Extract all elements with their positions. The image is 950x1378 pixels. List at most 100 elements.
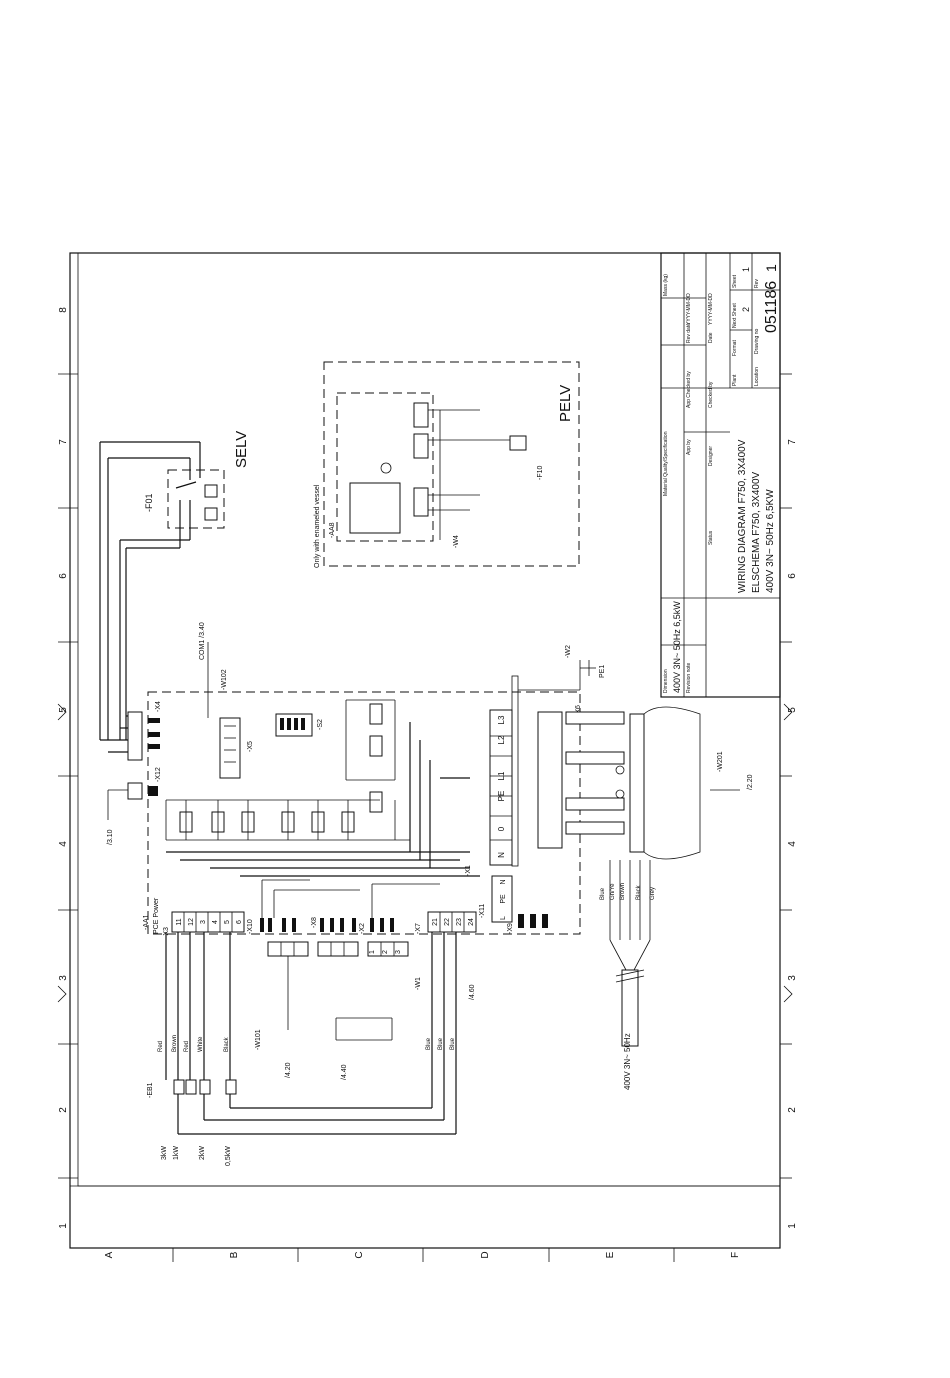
- cable-color: Grey: [650, 887, 656, 900]
- next-sheet-value: 2: [741, 307, 751, 312]
- x7-label: -X7: [415, 923, 422, 934]
- wire-color-x7: Blue: [450, 1037, 456, 1050]
- mass-label: Mass (kg): [663, 274, 669, 296]
- rev-value: 1: [763, 264, 779, 272]
- heater-kw: 2kW: [199, 1146, 206, 1160]
- x2-label: -X2: [359, 923, 366, 934]
- app-by-label: App by: [686, 439, 692, 455]
- x2-terminal: 2: [382, 950, 389, 954]
- x7-terminal: 21: [432, 918, 439, 926]
- checked-by-label: Checked by: [708, 381, 714, 408]
- heater-kw: 3kW: [161, 1146, 168, 1160]
- relays: [165, 699, 410, 841]
- cable-color: Blue: [600, 887, 606, 900]
- supply-label: 400V 3N~ 50Hz: [623, 1033, 632, 1090]
- center-marks: [57, 703, 793, 1003]
- col-label: 2: [58, 1107, 69, 1113]
- x3-terminal: 6: [236, 920, 243, 924]
- x2-terminal: 1: [369, 950, 376, 954]
- w4-label: -W4: [453, 535, 460, 548]
- x1-label: -X1: [465, 865, 472, 876]
- row-labels: A B C D E F: [104, 1251, 741, 1258]
- pe1-label: PE1: [599, 665, 606, 678]
- ref-4-20: /4.20: [285, 1062, 292, 1078]
- drawing-no-value: 051186: [763, 281, 780, 333]
- x9-label: -X9: [507, 923, 514, 934]
- material-label: Material Quality/Specification: [663, 431, 669, 496]
- w102-label: -W102: [221, 669, 228, 690]
- x1-terminal: L3: [497, 715, 506, 724]
- x4-connector: -X4 -X12 /3.10: [100, 701, 162, 845]
- title-line-1: WIRING DIAGRAM F750, 3X400V: [737, 439, 748, 593]
- dimension-value: 400V 3N~ 50Hz 6,5kW: [672, 601, 682, 693]
- x3-terminal: 3: [200, 920, 207, 924]
- col-label: 3: [58, 975, 69, 981]
- ref-3-10: /3.10: [107, 829, 114, 845]
- x2-terminal: 3: [395, 950, 402, 954]
- date-label: Date: [708, 332, 714, 343]
- heater-kw: 0,5kW: [225, 1146, 232, 1166]
- col-label: 4: [787, 841, 798, 847]
- col-label: 6: [58, 573, 69, 579]
- row-label: E: [605, 1251, 616, 1258]
- x1-terminal: L1: [497, 771, 506, 780]
- x3-terminal-strip: 11 12 3 4 5 6 -AA1 PCE Power -X3: [143, 897, 245, 938]
- x11-label: -X11: [479, 904, 486, 918]
- selv-label: SELV: [233, 431, 250, 468]
- heater-resistors: -EB1 3kW 1kW 2kW 0,5kW Red Brown Red Whi…: [147, 932, 457, 1166]
- cable-color: Black: [636, 884, 642, 900]
- status-label: Status: [708, 530, 714, 545]
- x1-terminal: L2: [497, 735, 506, 744]
- heater-kw: 1kW: [173, 1146, 180, 1160]
- rev-date-label: Rev date: [686, 323, 692, 343]
- x11-terminal: N: [500, 879, 507, 884]
- eb1-label: -EB1: [147, 1082, 154, 1098]
- row-label: A: [104, 1251, 115, 1258]
- col-label: 2: [787, 1107, 798, 1113]
- col-label: 7: [58, 439, 69, 445]
- col-label: 1: [58, 1223, 69, 1229]
- x1-terminal-block: N 0 PE L1 L2 L3 -X1 -X6 -W2 PE1: [465, 645, 606, 876]
- wire-color-x3: Brown: [172, 1035, 178, 1052]
- format-label: Format: [732, 340, 738, 356]
- x7-terminal: 24: [468, 918, 475, 926]
- x11-block: L PE N -X11 -X9: [479, 875, 548, 934]
- power-wires: [166, 722, 480, 877]
- x10-label: -X10: [247, 919, 254, 934]
- pce-power-label: PCE Power: [153, 897, 160, 934]
- col-label: 6: [787, 573, 798, 579]
- wire-color-x3: White: [198, 1036, 204, 1052]
- row-label: B: [229, 1251, 240, 1258]
- supply-cable: 400V 3N~ 50Hz Blue Gn/Ye Brown Black Gre…: [600, 860, 656, 1090]
- f01-label: -F01: [144, 493, 154, 512]
- enamel-note: Only with enameled vessel: [314, 484, 321, 568]
- rev-date-value: YYYY-MM-DD: [686, 293, 692, 325]
- x11-terminal: L: [500, 916, 507, 920]
- aa8-label: -AA8: [329, 522, 336, 538]
- x1-terminal: PE: [497, 791, 506, 802]
- rev-label: Rev: [754, 279, 760, 288]
- mid-connectors: -X10 -X8 -X2 21 22 23 24 -X7: [247, 879, 477, 934]
- pcb-boundary: [147, 691, 581, 935]
- col-label: 3: [787, 975, 798, 981]
- date-value: YYYY-MM-DD: [708, 293, 714, 325]
- column-labels-left: 8 7 6 5 4 3 2 1: [58, 307, 69, 1229]
- col-label: 5: [787, 707, 798, 713]
- x3-terminal: 4: [212, 920, 219, 924]
- plant-label: Plant: [732, 374, 738, 386]
- x1-terminal: 0: [497, 826, 506, 831]
- x8-label: -X8: [311, 917, 318, 928]
- x7-terminal: 22: [444, 918, 451, 926]
- pelv-label: PELV: [557, 385, 574, 422]
- x11-terminal: PE: [500, 894, 507, 904]
- wire-color-x3: Red: [184, 1041, 190, 1052]
- x6-label: -X6: [575, 705, 582, 716]
- x3-terminal: 12: [188, 918, 195, 926]
- col-label: 1: [787, 1223, 798, 1229]
- row-label: C: [354, 1251, 365, 1258]
- ref-4-40: /4.40: [341, 1064, 348, 1080]
- drawing-no-label: Drawing no: [754, 328, 760, 354]
- x3-terminal: 11: [176, 918, 183, 925]
- f10-label: -F10: [537, 466, 544, 481]
- next-sheet-label: Next Sheet: [732, 303, 738, 328]
